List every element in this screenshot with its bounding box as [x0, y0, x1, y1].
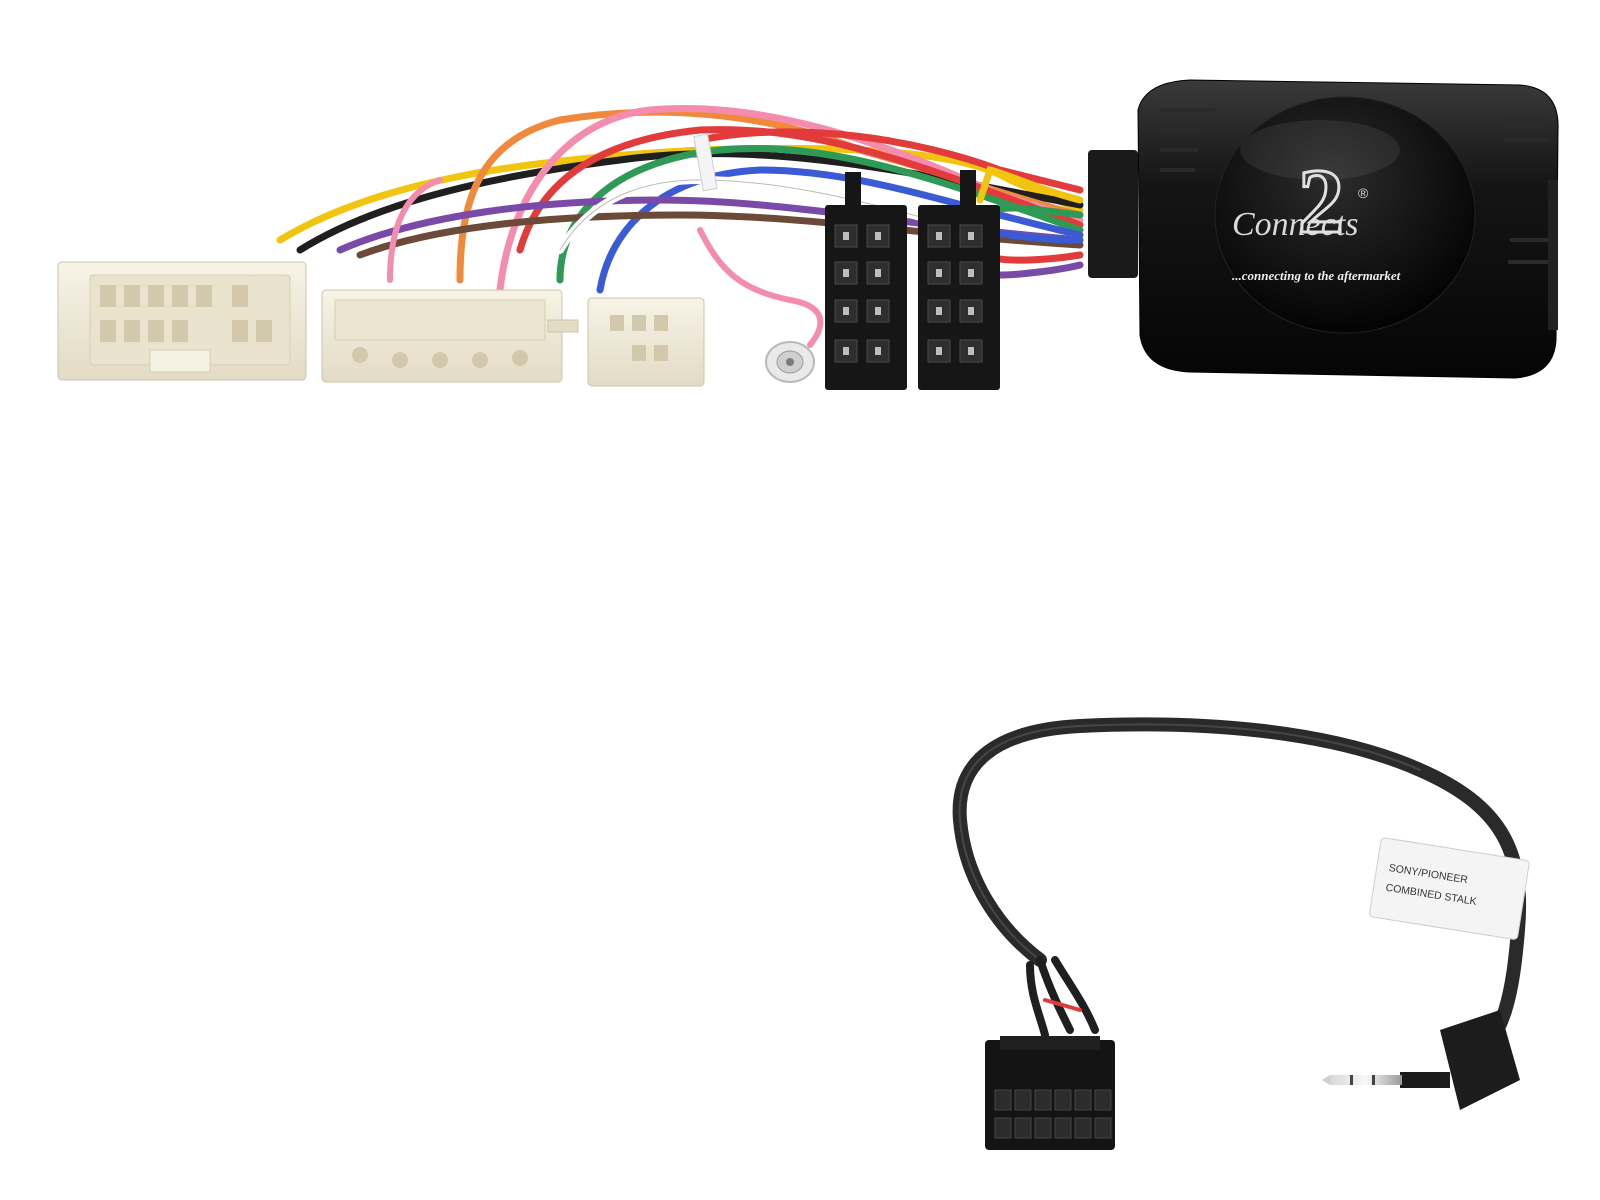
antenna-adapter-icon — [765, 341, 815, 383]
registered-mark: ® — [1358, 185, 1369, 201]
brand-numeral: 2 — [1298, 150, 1344, 252]
vehicle-connector-medium — [321, 289, 579, 383]
vehicle-connector-small — [587, 297, 705, 387]
iso-connector-pair — [825, 170, 1000, 390]
jack-plug-icon — [1322, 1010, 1520, 1110]
cable-label: SONY/PIONEER COMBINED STALK — [1369, 837, 1530, 940]
brand-logo: Connects 2 ® ...connecting to the afterm… — [1232, 149, 1401, 284]
interface-box: Connects 2 ® ...connecting to the afterm… — [1088, 79, 1559, 379]
brand-tagline: ...connecting to the aftermarket — [1232, 268, 1401, 283]
multipin-connector — [985, 1036, 1115, 1150]
brand-name: Connects — [1232, 206, 1359, 243]
vehicle-connector-large — [57, 261, 307, 381]
